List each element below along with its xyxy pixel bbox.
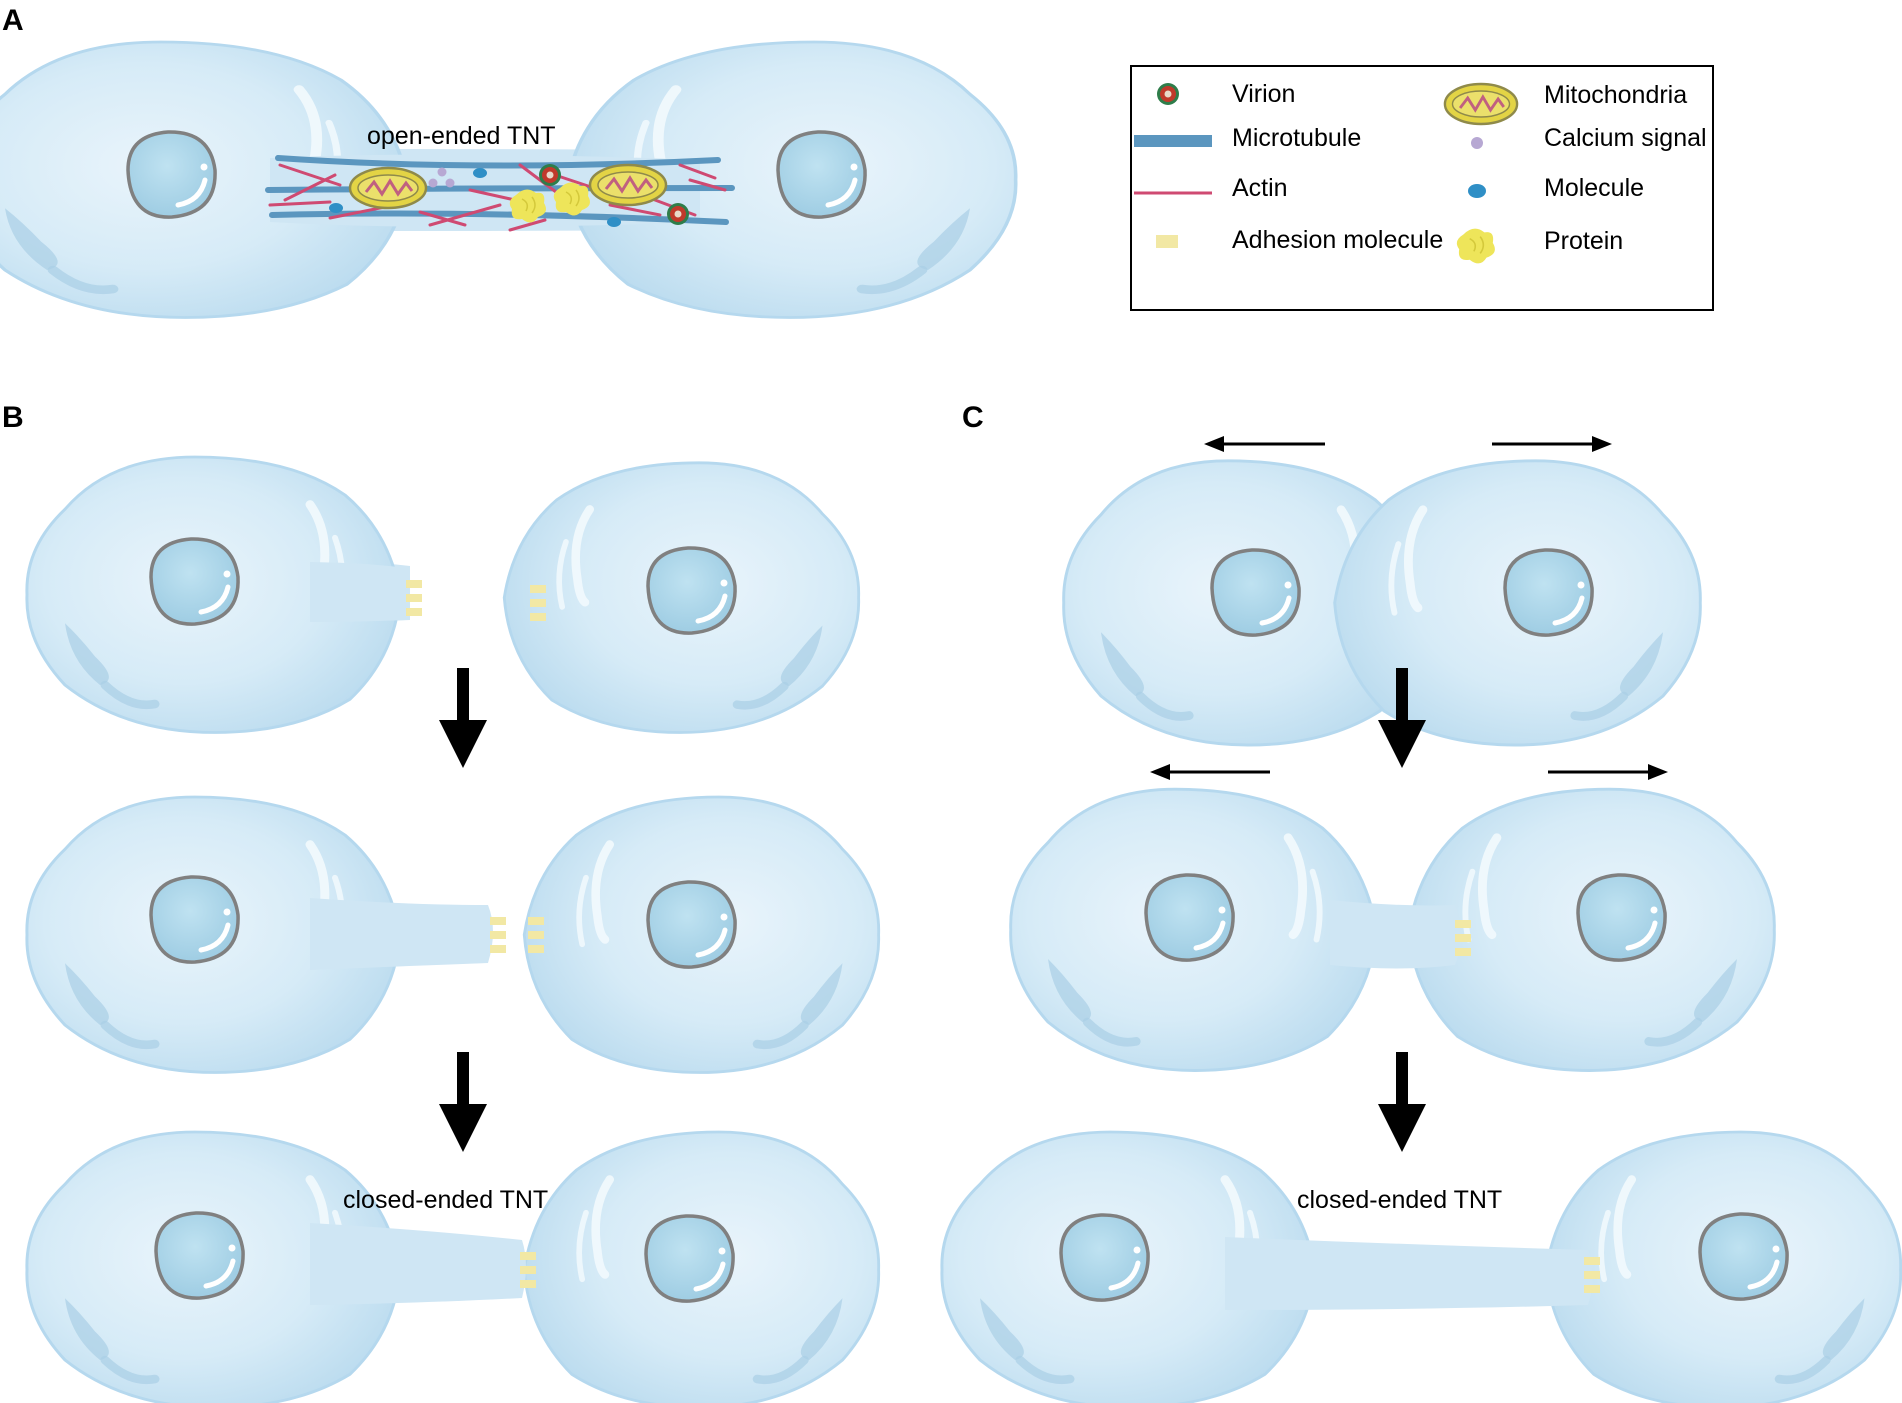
tnt-a-mitochondrion-1 — [348, 166, 428, 210]
panel-a-cells — [0, 42, 1016, 318]
cell-c1-left-nucleus — [1212, 550, 1299, 635]
panel-a-letter: A — [2, 4, 24, 37]
adhesion-b2-right — [528, 917, 544, 953]
legend: Virion Microtubule Actin Adhesion molecu… — [1130, 65, 1714, 311]
cell-b1-right-nucleus — [648, 548, 735, 633]
cell-c2-right-nucleus — [1578, 875, 1665, 960]
virion-icon — [1157, 83, 1179, 105]
cell-c3-right-nucleus — [1700, 1214, 1787, 1299]
arrow-b-2 — [439, 1052, 487, 1152]
legend-label-virion: Virion — [1232, 80, 1295, 108]
panel-b-step-2 — [27, 797, 879, 1073]
tnt-a-mitochondrion-2 — [588, 163, 668, 207]
tnt-a-calcium-signals — [428, 167, 455, 188]
cell-a-right-nucleus — [778, 132, 865, 217]
adhesion-c3 — [1584, 1257, 1600, 1293]
cell-c1-right-nucleus — [1505, 550, 1592, 635]
legend-label-molecule: Molecule — [1544, 174, 1644, 202]
legend-label-calcium: Calcium signal — [1544, 124, 1707, 152]
adhesion-b3 — [520, 1252, 536, 1288]
tnt-a-molecules — [329, 168, 621, 227]
legend-label-actin: Actin — [1232, 174, 1288, 202]
legend-box — [1130, 65, 1714, 311]
panel-c-step-3 — [942, 1132, 1901, 1403]
panel-c-pull-arrows-1 — [1204, 436, 1612, 452]
microtubule-icon — [1134, 135, 1212, 147]
adhesion-c2 — [1455, 920, 1471, 956]
tnt-a-virion-2 — [667, 203, 689, 225]
panel-b-caption: closed-ended TNT — [343, 1186, 548, 1214]
panel-b-step-1 — [27, 457, 859, 733]
legend-label-adhesion: Adhesion molecule — [1232, 226, 1443, 254]
tnt-a-virion-1 — [539, 164, 561, 186]
cell-b3-left-nucleus — [156, 1213, 243, 1298]
cell-b2-left-nucleus — [151, 877, 238, 962]
legend-label-mitochondria: Mitochondria — [1544, 81, 1687, 109]
mitochondria-icon — [1443, 82, 1519, 126]
cell-b1-left-nucleus — [151, 539, 238, 624]
cell-b2-right-nucleus — [648, 882, 735, 967]
cell-a-left-nucleus — [128, 132, 215, 217]
panel-c-step-1 — [1064, 461, 1701, 745]
panel-b-letter: B — [2, 401, 24, 434]
adhesion-b1-left — [406, 580, 422, 616]
panel-c-caption: closed-ended TNT — [1297, 1186, 1502, 1214]
legend-label-protein: Protein — [1544, 227, 1623, 255]
panel-a-caption: open-ended TNT — [367, 122, 556, 150]
panel-c-letter: C — [962, 401, 984, 434]
panel-c-pull-arrows-2 — [1150, 764, 1668, 780]
adhesion-molecule-icon — [1156, 235, 1178, 248]
molecule-icon — [1468, 184, 1486, 198]
adhesion-b2-left — [490, 917, 506, 953]
arrow-b-1 — [439, 668, 487, 768]
arrow-c-2 — [1378, 1052, 1426, 1152]
panel-b-step-3 — [27, 1132, 879, 1403]
cell-b3-right-nucleus — [646, 1216, 733, 1301]
calcium-signal-icon — [1471, 137, 1483, 149]
cell-c2-left-nucleus — [1146, 875, 1233, 960]
legend-label-microtubule: Microtubule — [1232, 124, 1361, 152]
panel-c-step-2 — [1011, 789, 1775, 1070]
adhesion-b1-right — [530, 585, 546, 621]
cell-c3-left-nucleus — [1061, 1215, 1148, 1300]
